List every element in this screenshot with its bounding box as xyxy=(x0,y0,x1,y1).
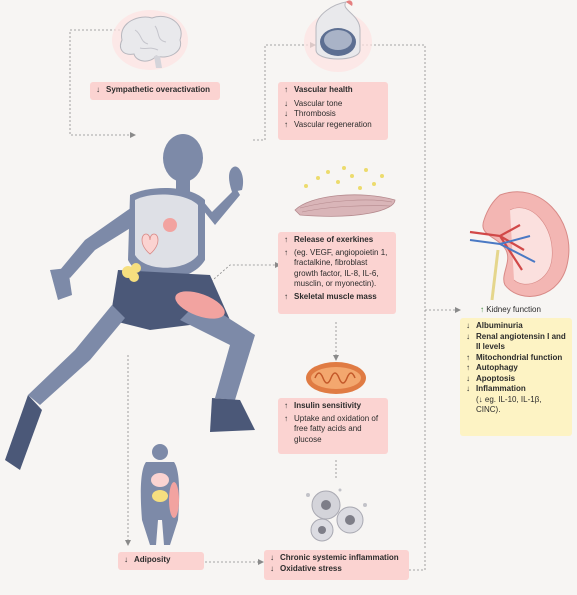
kidney-effects-box: ↓ Albuminuria ↓ Renal angiotensin I and II… xyxy=(460,318,572,436)
arrow-down-icon: ↓ xyxy=(96,85,100,94)
adiposity-box: ↓ Adiposity xyxy=(118,552,204,570)
insulin-detail: Uptake and oxidation of free fatty acids… xyxy=(294,413,379,444)
vascular-health-box: ↑ Vascular health ↓ Vascular tone ↓ Thrombo… xyxy=(278,82,388,140)
brain-icon xyxy=(112,10,188,70)
blood-vessel-icon xyxy=(304,0,372,72)
arrow-down-icon: ↓ xyxy=(466,373,470,383)
arrow-down-icon: ↓ xyxy=(466,331,470,341)
arrow-down-icon: ↓ xyxy=(270,563,274,573)
kidney-item: Mitochondrial function xyxy=(476,352,563,362)
kidney-item: Apoptosis xyxy=(476,373,516,383)
fat-tissue-icon xyxy=(122,263,141,282)
insulin-title: Insulin sensitivity xyxy=(294,401,362,410)
connector-lines xyxy=(69,29,455,571)
muscle-mass-label: Skeletal muscle mass xyxy=(294,291,377,301)
kidney-inflammation-detail: (↓ eg. IL-10, IL-1β, CINC). xyxy=(476,394,542,415)
adiposity-label: Adiposity xyxy=(134,555,171,564)
arrow-up-icon: ↑ xyxy=(284,85,288,94)
arrow-up-icon: ↑ xyxy=(284,413,288,423)
arrow-up-icon: ↑ xyxy=(284,235,288,244)
kidney-item: Inflammation xyxy=(476,384,526,393)
arrow-down-icon: ↓ xyxy=(124,555,128,564)
body-silhouette-icon xyxy=(140,444,180,545)
insulin-box: ↑ Insulin sensitivity ↑ Uptake and oxidati… xyxy=(278,398,388,454)
arrow-down-icon: ↓ xyxy=(284,98,288,108)
thigh-muscle-highlight xyxy=(175,291,225,319)
muscle-fiber-icon xyxy=(294,166,396,217)
inflammation-item: Chronic systemic inflammation xyxy=(280,553,399,562)
kidney-function-label: ↑ Kidney function xyxy=(480,305,541,314)
arrow-up-icon: ↑ xyxy=(284,291,288,301)
vascular-title: Vascular health xyxy=(294,85,353,94)
kidney-item: Renal angiotensin I and II levels xyxy=(476,331,566,352)
exerkines-box: ↑ Release of exerkines ↑ (eg. VEGF, angiop… xyxy=(278,232,396,314)
arrow-heads xyxy=(125,42,461,565)
heart-icon xyxy=(141,218,177,255)
inflammation-item: Oxidative stress xyxy=(280,563,342,573)
exerkines-title: Release of exerkines xyxy=(294,235,374,244)
sympathetic-label: Sympathetic overactivation xyxy=(106,85,211,94)
arrow-up-icon: ↑ xyxy=(284,401,288,410)
kidney-item: Autophagy xyxy=(476,363,518,372)
sympathetic-box: ↓ Sympathetic overactivation xyxy=(90,82,220,100)
mitochondria-icon xyxy=(306,362,366,394)
arrow-down-icon: ↓ xyxy=(270,553,274,562)
arrow-down-icon: ↓ xyxy=(466,384,470,393)
arrow-up-icon: ↑ xyxy=(480,305,484,314)
arrow-down-icon: ↓ xyxy=(284,109,288,118)
kidney-icon xyxy=(469,191,570,301)
vascular-item: Vascular tone xyxy=(294,98,343,108)
arrow-down-icon: ↓ xyxy=(466,321,470,330)
kidney-item: Albuminuria xyxy=(476,321,523,330)
arrow-up-icon: ↑ xyxy=(284,247,288,257)
inflammatory-cells-icon xyxy=(306,488,367,542)
inflammation-box: ↓ Chronic systemic inflammation ↓ Oxidativ… xyxy=(264,550,409,580)
arrow-up-icon: ↑ xyxy=(284,119,288,129)
runner-shirt xyxy=(135,194,198,268)
arrow-up-icon: ↑ xyxy=(466,363,470,372)
vascular-item: Thrombosis xyxy=(294,109,336,118)
arrow-up-icon: ↑ xyxy=(466,352,470,362)
exerkines-detail: (eg. VEGF, angiopoietin 1, fractalkine, … xyxy=(294,247,388,289)
vascular-item: Vascular regeneration xyxy=(294,119,372,129)
